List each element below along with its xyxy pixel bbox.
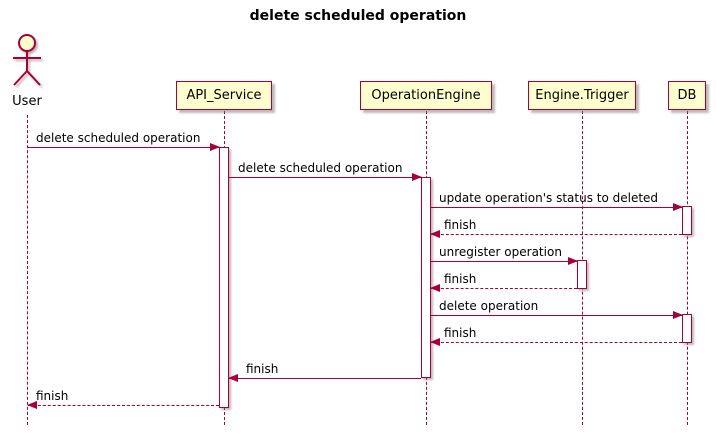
message-label: unregister operation: [439, 245, 562, 259]
message-unregister-operation: unregister operation: [431, 245, 578, 267]
participant-api-service: API_Service: [176, 81, 272, 110]
message-finish-to-api-service: finish: [228, 362, 421, 384]
participant-operation-engine: OperationEngine: [360, 81, 492, 110]
arrowhead-right-icon: [673, 311, 683, 319]
message-line: [431, 207, 682, 208]
arrowhead-right-icon: [210, 143, 220, 151]
diagram-title: delete scheduled operation: [249, 8, 467, 24]
arrowhead-right-icon: [412, 173, 422, 181]
actor-icon: [13, 34, 41, 86]
message-finish-db-1: finish: [430, 218, 682, 240]
arrowhead-left-icon: [228, 374, 238, 382]
activation-bar-db-1: [682, 206, 692, 235]
message-label: finish: [246, 362, 279, 376]
message-delete-scheduled-operation-2: delete scheduled operation: [229, 161, 422, 183]
message-delete-scheduled-operation-1: delete scheduled operation: [28, 131, 220, 153]
message-line: [229, 378, 421, 379]
message-line: [431, 342, 682, 343]
message-label: update operation's status to deleted: [439, 191, 659, 205]
lifeline-user: [27, 115, 28, 425]
lifeline-db: [687, 111, 688, 425]
arrowhead-left-icon: [430, 284, 440, 292]
message-label: delete operation: [439, 299, 539, 313]
message-line: [431, 288, 577, 289]
arrowhead-left-icon: [430, 338, 440, 346]
message-update-status: update operation's status to deleted: [431, 191, 683, 213]
activation-bar-api-service: [219, 147, 229, 408]
message-delete-operation: delete operation: [431, 299, 683, 321]
message-label: delete scheduled operation: [238, 161, 403, 175]
message-line: [28, 147, 219, 148]
arrowhead-right-icon: [673, 203, 683, 211]
participant-user-label: User: [12, 94, 42, 109]
message-line: [431, 261, 577, 262]
arrowhead-right-icon: [568, 257, 578, 265]
activation-bar-db-2: [682, 314, 692, 343]
arrowhead-left-icon: [430, 230, 440, 238]
message-finish-trigger: finish: [430, 272, 577, 294]
message-line: [431, 234, 682, 235]
message-line: [431, 315, 682, 316]
message-line: [28, 405, 219, 406]
message-label: finish: [36, 389, 69, 403]
message-label: finish: [444, 272, 477, 286]
message-finish-db-2: finish: [430, 326, 682, 348]
message-line: [229, 177, 421, 178]
message-label: finish: [444, 218, 477, 232]
participant-db: DB: [668, 81, 706, 110]
message-label: delete scheduled operation: [36, 131, 201, 145]
activation-bar-engine-trigger: [577, 260, 587, 289]
message-label: finish: [444, 326, 477, 340]
message-finish-to-user: finish: [27, 389, 219, 411]
activation-bar-operation-engine: [421, 177, 431, 378]
arrowhead-left-icon: [27, 401, 37, 409]
participant-engine-trigger: Engine.Trigger: [528, 81, 636, 110]
